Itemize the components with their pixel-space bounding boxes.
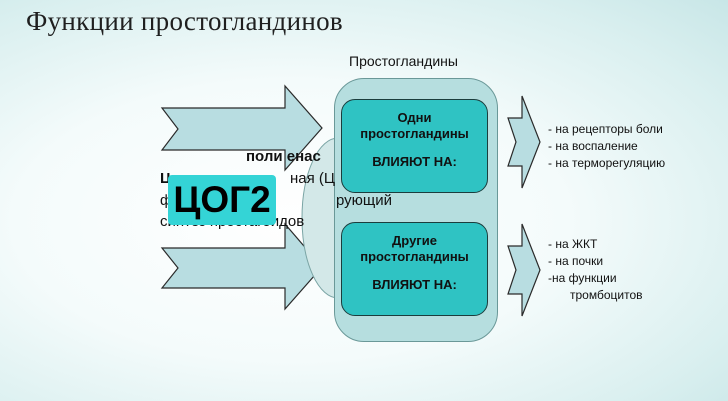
output-arrow-top — [507, 95, 541, 189]
slide-title: Функции простогландинов — [26, 6, 343, 36]
effect-item: - на рецепторы боли — [548, 122, 663, 136]
cog2-label: ЦОГ2 — [168, 175, 276, 225]
input-arrow-bottom — [160, 222, 323, 311]
effects-list-bottom: - на ЖКТ - на почки -на функции тромбоци… — [548, 236, 643, 304]
garbled-text: рующий — [336, 192, 393, 209]
output-arrow-bottom — [507, 223, 541, 317]
box-bottom-title: Другие простогландины — [360, 233, 469, 264]
box-some-prostaglandins: Одни простогландины ВЛИЯЮТ НА: — [341, 99, 488, 193]
box-top-subtitle: ВЛИЯЮТ НА: — [372, 154, 457, 169]
effect-item: - на почки — [548, 254, 604, 268]
group-caption: Простогландины — [349, 53, 458, 69]
garbled-text: ная (Ц — [290, 170, 336, 187]
input-arrow-top — [160, 84, 323, 172]
box-top-title: Одни простогландины — [360, 110, 469, 141]
garbled-text: Ц — [160, 170, 171, 187]
effect-item: - на терморегуляцию — [548, 156, 666, 170]
effects-list-top: - на рецепторы боли - на воспаление - на… — [548, 121, 665, 172]
box-bottom-subtitle: ВЛИЯЮТ НА: — [372, 277, 457, 292]
effect-item: - на воспаление — [548, 139, 638, 153]
effect-item: - на ЖКТ — [548, 237, 598, 251]
garbled-text: поли енас — [246, 148, 321, 165]
box-other-prostaglandins: Другие простогландины ВЛИЯЮТ НА: — [341, 222, 488, 316]
effect-item: -на функции — [548, 271, 617, 285]
effect-item: тромбоцитов — [570, 288, 643, 302]
